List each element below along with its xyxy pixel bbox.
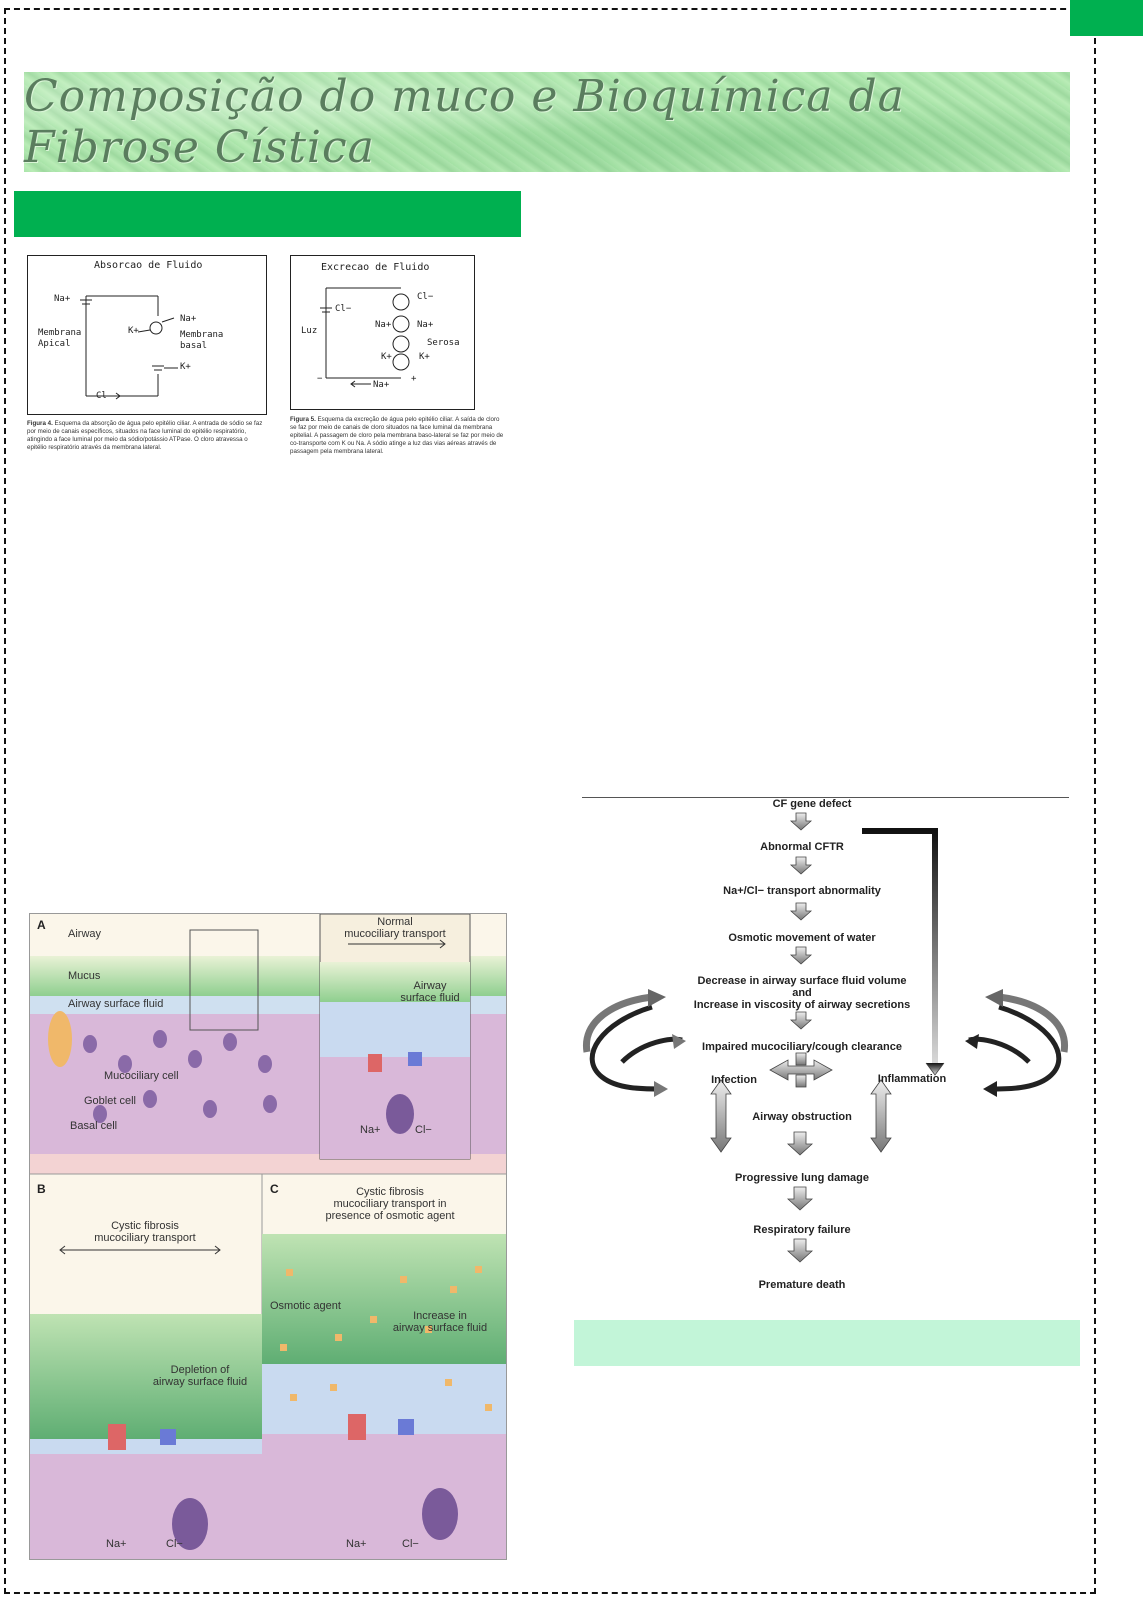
label-airway-surface-fluid: Airway surface fluid — [68, 998, 164, 1010]
fig5-na-b: Na+ — [417, 320, 434, 330]
node-lung-damage: Progressive lung damage — [735, 1172, 869, 1184]
figure-4-circuit — [80, 295, 178, 400]
label-mucus: Mucus — [68, 970, 101, 982]
flowchart-arrows — [582, 812, 1069, 1263]
label-airway: Airway — [68, 928, 102, 940]
panel-c-letter: C — [270, 1182, 279, 1196]
label-inset-fluid: Airway surface fluid — [400, 980, 460, 1004]
page-title: Composição do muco e Bioquímica da Fibro… — [24, 71, 905, 173]
airway-epithelium-illustration: A Airway Mucus Airway surface fluid Muco… — [29, 913, 507, 1560]
figure-5-title: Excrecao de Fluido — [321, 262, 430, 273]
fig5-plus: + — [411, 374, 417, 384]
node-transport: Na+/Cl− transport abnormality — [723, 885, 881, 897]
flowchart-caption-box — [574, 1320, 1080, 1366]
node-infection: Infection — [711, 1074, 757, 1086]
title-banner: Composição do muco e Bioquímica da Fibro… — [24, 71, 1070, 173]
section-header-bar — [14, 191, 521, 237]
node-impaired-clearance: Impaired mucociliary/cough clearance — [702, 1041, 902, 1053]
node-osmotic: Osmotic movement of water — [728, 932, 876, 944]
figure-4-title: Absorcao de Fluido — [94, 260, 203, 271]
figure-5-circuit — [320, 287, 410, 388]
label-inset-cl: Cl− — [415, 1124, 432, 1136]
panel-a-letter: A — [37, 918, 46, 932]
fig4-cl-label: Cl — [96, 391, 107, 401]
label-normal-transport: Normal mucociliary transport — [344, 916, 446, 940]
node-cf-gene-defect: CF gene defect — [772, 798, 852, 810]
label-osmotic-agent: Osmotic agent — [270, 1300, 341, 1312]
fig4-k-right: K+ — [180, 362, 191, 372]
fig4-k-label: K+ — [128, 326, 139, 336]
corner-tab — [1070, 0, 1143, 36]
fig4-membrana-apical: Membrana Apical — [38, 328, 82, 349]
page-border — [4, 8, 1096, 1594]
label-mucociliary-cell: Mucociliary cell — [104, 1070, 179, 1082]
figure-4-diagram: Absorcao de Fluido Na+ Membrana Apical N… — [27, 255, 267, 415]
fig5-k-b: K+ — [419, 352, 430, 362]
node-decrease-line1: Decrease in airway surface fluid volume — [697, 975, 907, 987]
illustration-art — [30, 914, 506, 1559]
fig4-na-label: Na+ — [54, 294, 71, 304]
label-b-cl: Cl− — [166, 1538, 183, 1550]
figure-4-caption: Figura 4. Esquema da absorção de água pe… — [27, 420, 267, 452]
label-c-na: Na+ — [346, 1538, 367, 1550]
label-cf-transport: Cystic fibrosis mucociliary transport — [94, 1220, 196, 1244]
label-basal-cell: Basal cell — [70, 1120, 118, 1132]
figure-5-caption-label: Figura 5. — [290, 416, 316, 423]
fig5-serosa: Serosa — [427, 338, 460, 348]
cf-pathogenesis-flowchart: CF gene defect Abnormal CFTR Na+/Cl− tra… — [582, 797, 1069, 1317]
node-decrease-line2: Increase in viscosity of airway secretio… — [693, 999, 911, 1011]
label-inset-na: Na+ — [360, 1124, 381, 1136]
fig5-na-bottom: Na+ — [373, 380, 390, 390]
node-premature-death: Premature death — [758, 1279, 846, 1291]
fig5-k-a: K+ — [381, 352, 392, 362]
figure-5-diagram: Excrecao de Fluido Cl− Cl− Luz Na+ Na+ S… — [290, 255, 475, 410]
fig5-na-a: Na+ — [375, 320, 392, 330]
label-depletion: Depletion of airway surface fluid — [152, 1364, 248, 1388]
figure-5-caption: Figura 5. Esquema da excreção de água pe… — [290, 416, 505, 456]
node-respiratory-failure: Respiratory failure — [753, 1224, 851, 1236]
fig5-luz: Luz — [301, 326, 318, 336]
figure-4-caption-label: Figura 4. — [27, 420, 53, 427]
fig5-minus: − — [317, 374, 323, 384]
label-increase-fluid: Increase in airway surface fluid — [392, 1310, 488, 1334]
label-b-na: Na+ — [106, 1538, 127, 1550]
label-c-cl: Cl− — [402, 1538, 419, 1550]
fig5-cl-right: Cl− — [417, 292, 434, 302]
figure-5-caption-text: Esquema da excreção de água pelo epitéli… — [290, 416, 504, 455]
node-airway-obstruction: Airway obstruction — [752, 1111, 852, 1123]
fig4-na-right: Na+ — [180, 314, 197, 324]
label-goblet-cell: Goblet cell — [84, 1095, 136, 1107]
node-inflammation: Inflammation — [877, 1073, 947, 1085]
panel-b-letter: B — [37, 1182, 46, 1196]
flowchart-top-rule — [582, 797, 1069, 798]
node-decrease-and: and — [792, 987, 812, 999]
label-cf-osmotic: Cystic fibrosis mucociliary transport in… — [325, 1186, 455, 1222]
node-abnormal-cftr: Abnormal CFTR — [760, 841, 844, 853]
fig5-cl-left: Cl− — [335, 304, 352, 314]
figure-4-caption-text: Esquema da absorção de água pelo epitéli… — [27, 420, 263, 451]
fig4-membrana-basal: Membrana basal — [180, 330, 224, 351]
